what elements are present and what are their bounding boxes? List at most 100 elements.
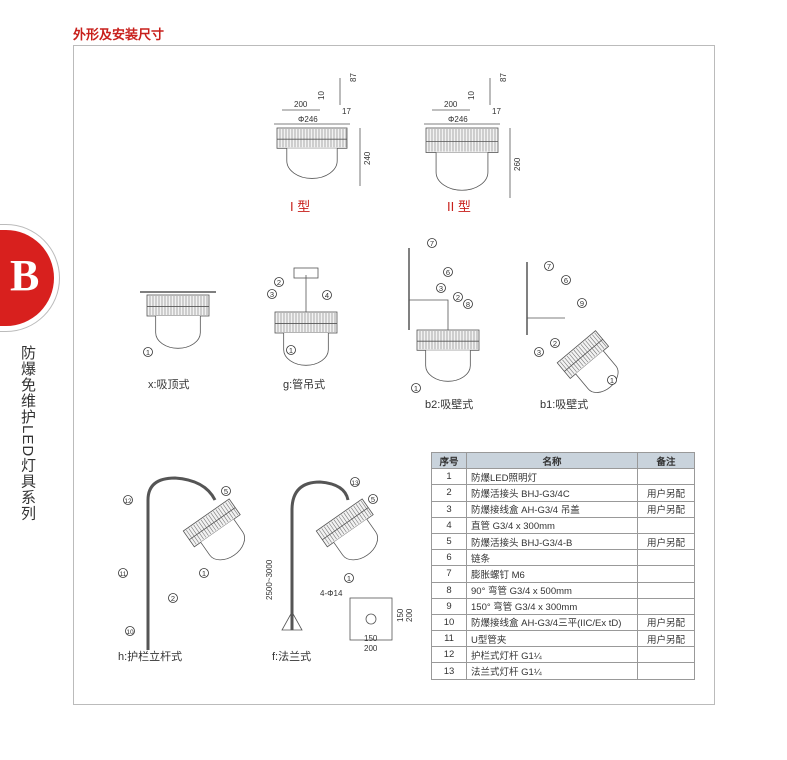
cell-name: U型管夹 [466, 630, 638, 648]
series-title: 防爆免维护LED灯具系列 [19, 345, 36, 522]
callout-circle [143, 347, 153, 357]
lamp-drawing [182, 498, 245, 561]
badge-letter: B [10, 251, 40, 300]
cell-no: 11 [431, 630, 467, 648]
cell-name: 链条 [466, 549, 638, 567]
callout-number: 2 [456, 293, 460, 302]
content-frame [73, 45, 715, 705]
cell-no: 9 [431, 597, 467, 615]
callout-number: 1 [289, 346, 293, 355]
caption-ceiling: x:吸顶式 [148, 379, 190, 391]
lamp-drawing [315, 498, 378, 561]
callout-circle [123, 495, 133, 505]
callout-circle [125, 626, 135, 636]
cell-note [637, 646, 695, 664]
callout-circle [443, 267, 453, 277]
dim-200: 200 [444, 100, 458, 109]
callout-number: 5 [224, 487, 228, 496]
type-label-2: II 型 [447, 199, 471, 214]
dim-10: 10 [317, 91, 326, 100]
cell-note [637, 565, 695, 583]
callout-number: 9 [580, 299, 584, 308]
dim-diameter: Φ246 [448, 115, 468, 124]
callout-circle [436, 283, 446, 293]
lamp-drawing [274, 311, 338, 366]
callout-number: 3 [439, 284, 443, 293]
callout-circle [322, 290, 332, 300]
callout-circle [267, 289, 277, 299]
col-header-name: 名称 [466, 451, 638, 470]
callout-number: 2 [277, 278, 281, 287]
callout-number: 1 [347, 574, 351, 583]
cell-note: 用户另配 [637, 532, 695, 551]
dim-pole-height: 2500~3000 [265, 559, 274, 600]
dim-10: 10 [467, 91, 476, 100]
cell-note: 用户另配 [637, 613, 695, 632]
callout-circle [221, 486, 231, 496]
cell-name: 直管 G3/4 x 300mm [466, 516, 638, 534]
lamp-drawing [425, 127, 499, 191]
dim-17: 17 [342, 107, 351, 116]
section-title: 外形及安装尺寸 [73, 27, 165, 42]
cell-no: 1 [431, 468, 467, 486]
caption-wall-b2: b2:吸壁式 [425, 399, 474, 411]
lamp-drawing [276, 127, 348, 179]
callout-number: 7 [547, 262, 551, 271]
dim-150-h: 150 [364, 634, 378, 643]
cell-no: 6 [431, 549, 467, 567]
cell-note [637, 581, 695, 599]
cell-no: 4 [431, 516, 467, 534]
caption-wall-b1: b1:吸壁式 [540, 399, 589, 411]
dim-87: 87 [499, 73, 508, 82]
dim-200: 200 [294, 100, 308, 109]
lamp-drawing [556, 330, 619, 393]
callout-circle [427, 238, 437, 248]
callout-circle [368, 494, 378, 504]
cell-no: 12 [431, 646, 467, 664]
cell-no: 3 [431, 500, 467, 518]
callout-circle [286, 345, 296, 355]
dim-200-v: 200 [405, 608, 414, 622]
callout-number: 2 [553, 339, 557, 348]
cell-note [637, 597, 695, 615]
line [349, 597, 393, 641]
dim-holes: 4-Φ14 [320, 589, 343, 598]
caption-flange: f:法兰式 [272, 651, 312, 663]
callout-number: 5 [371, 495, 375, 504]
callout-circle [534, 347, 544, 357]
callout-circle [350, 477, 360, 487]
callout-number: 1 [202, 569, 206, 578]
callout-number: 8 [466, 300, 470, 309]
cell-no: 13 [431, 662, 467, 680]
col-header-note: 备注 [637, 451, 695, 470]
cell-name: 防爆活接头 BHJ-G3/4C [466, 484, 638, 502]
callout-circle [453, 292, 463, 302]
cell-name: 150° 弯管 G3/4 x 300mm [466, 597, 638, 615]
dim-height: 240 [363, 151, 372, 165]
callout-circle [168, 593, 178, 603]
cell-note [637, 662, 695, 680]
callout-number: 1 [146, 348, 150, 357]
callout-circle [463, 299, 473, 309]
cell-name: 防爆接线盒 AH-G3/4 吊盖 [466, 500, 638, 518]
cell-note [637, 549, 695, 567]
cell-no: 2 [431, 484, 467, 502]
cell-note [637, 516, 695, 534]
callout-circle [274, 277, 284, 287]
caption-pipe: g:管吊式 [283, 379, 326, 391]
lamp-drawing [416, 329, 480, 382]
callout-circle [118, 568, 128, 578]
callout-circle [411, 383, 421, 393]
caption-railing: h:护栏立杆式 [118, 651, 183, 663]
col-header-no: 序号 [431, 451, 467, 470]
callout-number: 7 [430, 239, 434, 248]
